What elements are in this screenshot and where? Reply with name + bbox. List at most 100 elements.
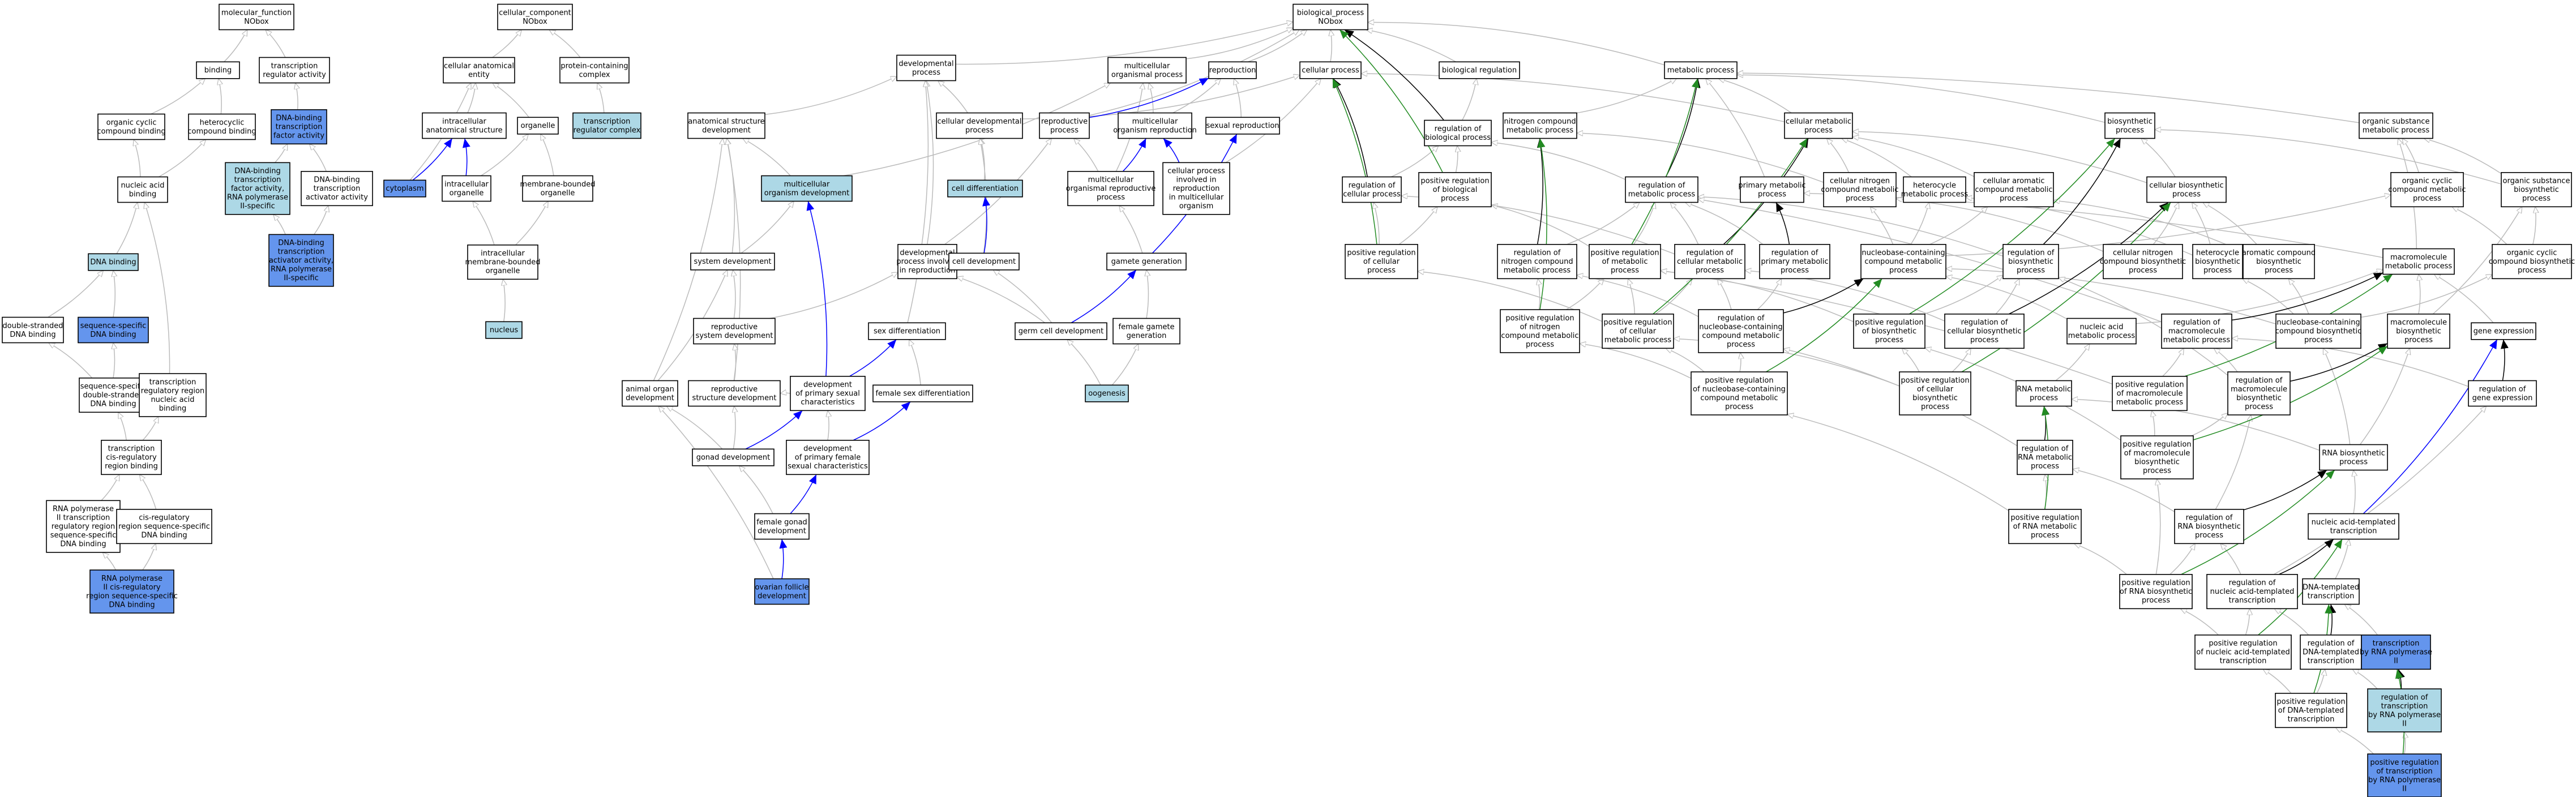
term-node-reproduction[interactable]: reproduction — [1208, 61, 1257, 79]
term-node-gonad-dev[interactable]: gonad development — [692, 448, 774, 466]
term-box[interactable] — [268, 234, 334, 287]
term-node-nucleus[interactable]: nucleus — [485, 321, 523, 339]
term-box[interactable] — [896, 54, 956, 82]
term-box[interactable] — [936, 112, 1023, 139]
term-box[interactable] — [1112, 318, 1180, 345]
term-box[interactable] — [572, 112, 641, 139]
term-box[interactable] — [1625, 176, 1698, 203]
term-box[interactable] — [2492, 243, 2572, 280]
term-box[interactable] — [1674, 243, 1745, 280]
term-box[interactable] — [688, 380, 781, 407]
term-box[interactable] — [2192, 243, 2243, 280]
term-box[interactable] — [2016, 380, 2072, 407]
term-box[interactable] — [2302, 578, 2360, 605]
term-box[interactable] — [687, 112, 765, 139]
term-box[interactable] — [897, 243, 957, 280]
term-node-cytoplasm[interactable]: cytoplasm — [383, 179, 426, 198]
term-box[interactable] — [2275, 693, 2347, 729]
term-box[interactable] — [485, 321, 523, 339]
term-box[interactable] — [2103, 243, 2183, 280]
term-box[interactable] — [2319, 444, 2388, 471]
term-box[interactable] — [97, 113, 165, 140]
term-box[interactable] — [761, 175, 853, 202]
term-box[interactable] — [1162, 162, 1230, 215]
term-box[interactable] — [2112, 375, 2188, 412]
term-box[interactable] — [1899, 371, 1971, 415]
term-box[interactable] — [2066, 318, 2137, 345]
term-box[interactable] — [790, 375, 866, 412]
term-box[interactable] — [1293, 3, 1368, 31]
term-node-bio-reg[interactable]: biological regulation — [1439, 61, 1520, 79]
term-node-met-proc[interactable]: metabolic process — [1664, 61, 1738, 79]
term-box[interactable] — [1823, 172, 1897, 208]
term-node-sex-diff[interactable]: sex differentiation — [868, 322, 946, 340]
term-box[interactable] — [2361, 635, 2431, 670]
term-box[interactable] — [442, 175, 491, 202]
term-box[interactable] — [1759, 243, 1830, 280]
term-box[interactable] — [2002, 243, 2059, 280]
term-box[interactable] — [522, 175, 593, 202]
term-box[interactable] — [690, 252, 775, 271]
term-box[interactable] — [1602, 313, 1674, 349]
term-box[interactable] — [1589, 243, 1661, 280]
term-node-sys-dev[interactable]: system development — [690, 252, 775, 271]
term-box[interactable] — [2120, 435, 2194, 479]
term-box[interactable] — [422, 112, 507, 139]
term-box[interactable] — [2008, 508, 2082, 545]
term-box[interactable] — [1740, 176, 1804, 203]
term-box[interactable] — [1439, 61, 1520, 79]
term-box[interactable] — [101, 439, 162, 475]
term-box[interactable] — [517, 117, 559, 135]
term-node-gene-expr[interactable]: gene expression — [2471, 322, 2536, 340]
term-box[interactable] — [2161, 313, 2232, 349]
term-box[interactable] — [1944, 313, 2025, 349]
term-box[interactable] — [443, 57, 515, 84]
term-box[interactable] — [2017, 439, 2073, 475]
term-box[interactable] — [693, 318, 776, 345]
term-box[interactable] — [2367, 753, 2442, 797]
term-box[interactable] — [497, 3, 573, 31]
term-box[interactable] — [1345, 243, 1418, 280]
term-box[interactable] — [1424, 119, 1492, 147]
